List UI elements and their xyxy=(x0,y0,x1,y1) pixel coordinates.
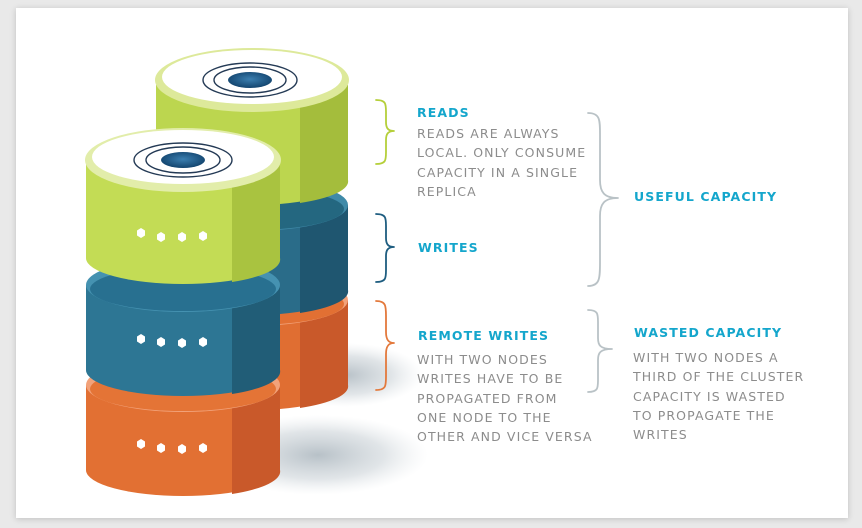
front-reads-segment xyxy=(85,128,281,284)
wasted-capacity-description-line: TO PROPAGATE THE xyxy=(633,407,775,423)
reads-description-line: REPLICA xyxy=(417,183,477,199)
wasted-capacity-description: WITH TWO NODES A THIRD OF THE CLUSTER CA… xyxy=(633,348,804,444)
wasted-capacity-description-line: THIRD OF THE CLUSTER xyxy=(633,369,805,385)
writes-title: WRITES xyxy=(418,240,479,255)
remote-writes-description-line: ONE NODE TO THE xyxy=(417,409,552,425)
front-database-node xyxy=(85,128,281,496)
spindle-hole-icon xyxy=(161,152,205,168)
wasted-capacity-description-line: WRITES xyxy=(633,427,688,443)
reads-description-line: CAPACITY IN A SINGLE xyxy=(417,164,579,180)
reads-description-line: READS ARE ALWAYS xyxy=(417,126,560,141)
wasted-capacity-brace-icon xyxy=(587,309,613,393)
remote-writes-brace-icon xyxy=(375,300,395,391)
back-reads-segment xyxy=(155,48,349,205)
useful-capacity-title: USEFUL CAPACITY xyxy=(634,189,778,204)
wasted-capacity-title: WASTED CAPACITY xyxy=(634,325,783,340)
remote-writes-description-line: WITH TWO NODES xyxy=(417,352,548,367)
spindle-hole-icon xyxy=(228,72,272,88)
remote-writes-description-line: WRITES HAVE TO BE xyxy=(417,371,564,387)
led-dots-icon xyxy=(137,228,207,454)
remote-writes-title: REMOTE WRITES xyxy=(418,328,550,343)
reads-description-line: LOCAL. ONLY CONSUME xyxy=(417,145,587,161)
reads-brace-icon xyxy=(375,99,395,165)
reads-title: READS xyxy=(417,105,470,120)
wasted-capacity-description-line: WITH TWO NODES A xyxy=(633,350,779,365)
reads-description: READS ARE ALWAYS LOCAL. ONLY CONSUME CAP… xyxy=(417,124,586,201)
remote-writes-description-line: OTHER AND VICE VERSA xyxy=(417,429,593,445)
wasted-capacity-description-line: CAPACITY IS WASTED xyxy=(633,388,786,404)
writes-brace-icon xyxy=(375,213,395,283)
remote-writes-description-line: PROPAGATED FROM xyxy=(417,390,558,406)
useful-capacity-brace-icon xyxy=(587,112,619,287)
remote-writes-description: WITH TWO NODES WRITES HAVE TO BE PROPAGA… xyxy=(417,350,593,446)
